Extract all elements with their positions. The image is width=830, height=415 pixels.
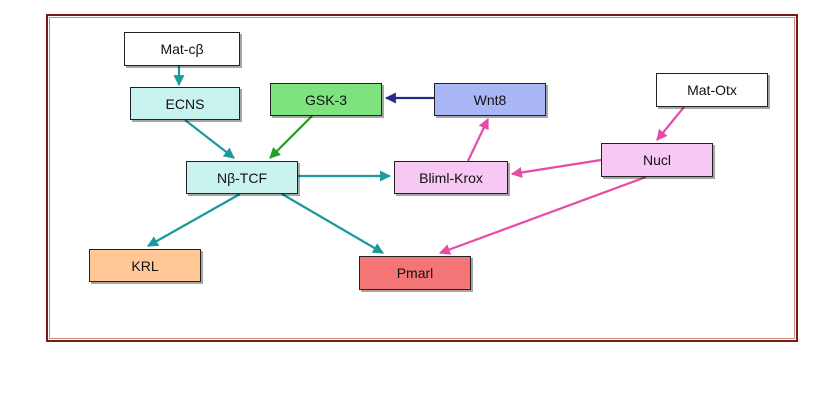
edge-nb-tcf-to-krl (147, 193, 241, 247)
edge-gsk3-to-nb-tcf (269, 115, 313, 159)
node-wnt8: Wnt8 (434, 83, 546, 116)
edge-nucl-to-bliml-krox (510, 158, 602, 178)
edge-nb-tcf-to-pmarl (281, 193, 384, 254)
node-mat-cb: Mat-cβ (124, 32, 240, 66)
node-pmarl: Pmarl (359, 256, 471, 290)
edge-bliml-krox-to-wnt8 (467, 118, 489, 162)
edge-nucl-to-pmarl (438, 175, 647, 255)
node-nucl: Nucl (601, 143, 713, 177)
node-gsk3: GSK-3 (270, 83, 382, 116)
node-mat-otx: Mat-Otx (656, 73, 768, 107)
edge-mat-otx-to-nucl (656, 106, 685, 141)
edge-ecns-to-nb-tcf (184, 119, 235, 159)
node-nb-tcf: Nβ-TCF (186, 161, 298, 194)
node-ecns: ECNS (130, 87, 240, 120)
node-bliml-krox: Bliml-Krox (394, 161, 508, 194)
node-krl: KRL (89, 249, 201, 282)
